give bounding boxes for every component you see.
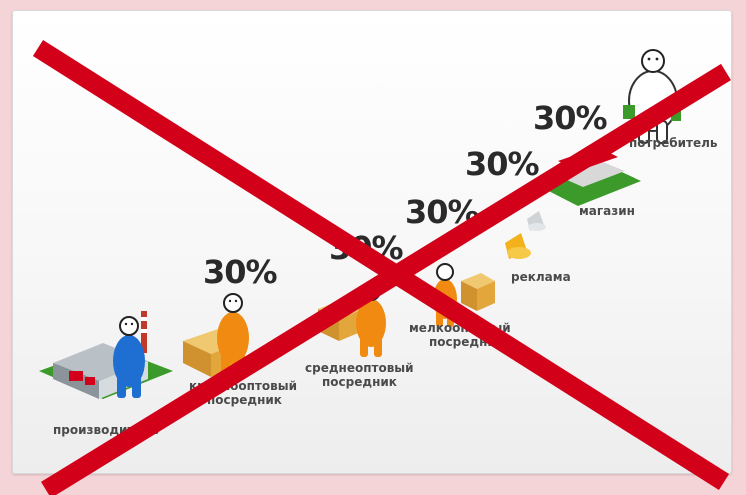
advertising-bells-icon: [505, 211, 546, 259]
markup-5: 30%: [533, 99, 608, 137]
label-ads: реклама: [511, 270, 571, 284]
cross-line-1: [32, 39, 730, 491]
label-midwhole: среднеоптовый посредник: [305, 361, 418, 389]
producer-figure: [113, 316, 145, 398]
markup-1: 30%: [203, 253, 278, 291]
label-shop: магазин: [579, 204, 635, 218]
label-consumer: потребитель: [629, 136, 718, 150]
markup-4: 30%: [465, 145, 540, 183]
cross-line-2: [41, 63, 731, 495]
diagram-frame: 30% 30% 30% 30% 30% производитель крупно…: [12, 10, 732, 474]
smallwhole-boxes: [461, 273, 495, 311]
